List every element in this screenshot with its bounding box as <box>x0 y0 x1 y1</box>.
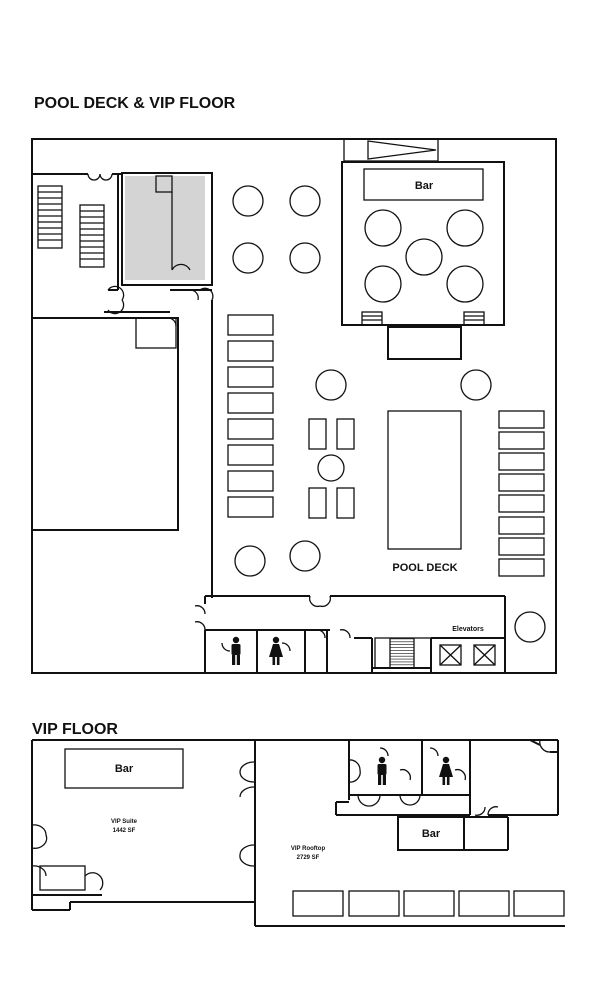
vip-rooftop-name: VIP Rooftop <box>291 846 326 852</box>
vip-rooftop-area: 2729 SF <box>297 855 320 861</box>
vip-suite: Bar VIP Suite 1442 SF <box>31 739 256 926</box>
stairwell-area <box>32 173 170 315</box>
vip-rooftop: VIP Rooftop 2729 SF <box>255 739 565 927</box>
lounge-chairs-left <box>227 314 274 518</box>
vip-floor-plan: Bar VIP Suite 1442 SF VIP Rooftop 2729 S… <box>31 739 565 927</box>
bar-area: Bar <box>341 138 505 360</box>
service-room <box>121 172 214 301</box>
pool-bar-label: Bar <box>415 180 434 192</box>
pool-deck-outer-wall <box>31 138 557 674</box>
man-icon <box>377 756 387 785</box>
vip-floor-title: VIP FLOOR <box>32 721 118 738</box>
pool-deck-plan: Bar <box>31 138 557 674</box>
lounge-chairs-right <box>498 410 545 577</box>
round-tables-left <box>232 185 321 274</box>
vip-bar-label: Bar <box>115 763 134 775</box>
left-room <box>31 300 213 598</box>
pool-deck-label: POOL DECK <box>392 562 457 574</box>
vip-bar2-label: Bar <box>422 828 441 840</box>
bottom-core: Elevators <box>194 595 546 673</box>
center-tables <box>234 369 492 577</box>
vip-suite-area: 1442 SF <box>113 828 136 834</box>
woman-icon <box>269 636 283 665</box>
elevators-label: Elevators <box>452 626 484 633</box>
woman-icon <box>439 756 453 785</box>
pool: POOL DECK <box>387 410 462 574</box>
pool-deck-title: POOL DECK & VIP FLOOR <box>34 95 236 112</box>
vip-suite-name: VIP Suite <box>111 819 138 825</box>
man-icon <box>231 636 241 665</box>
